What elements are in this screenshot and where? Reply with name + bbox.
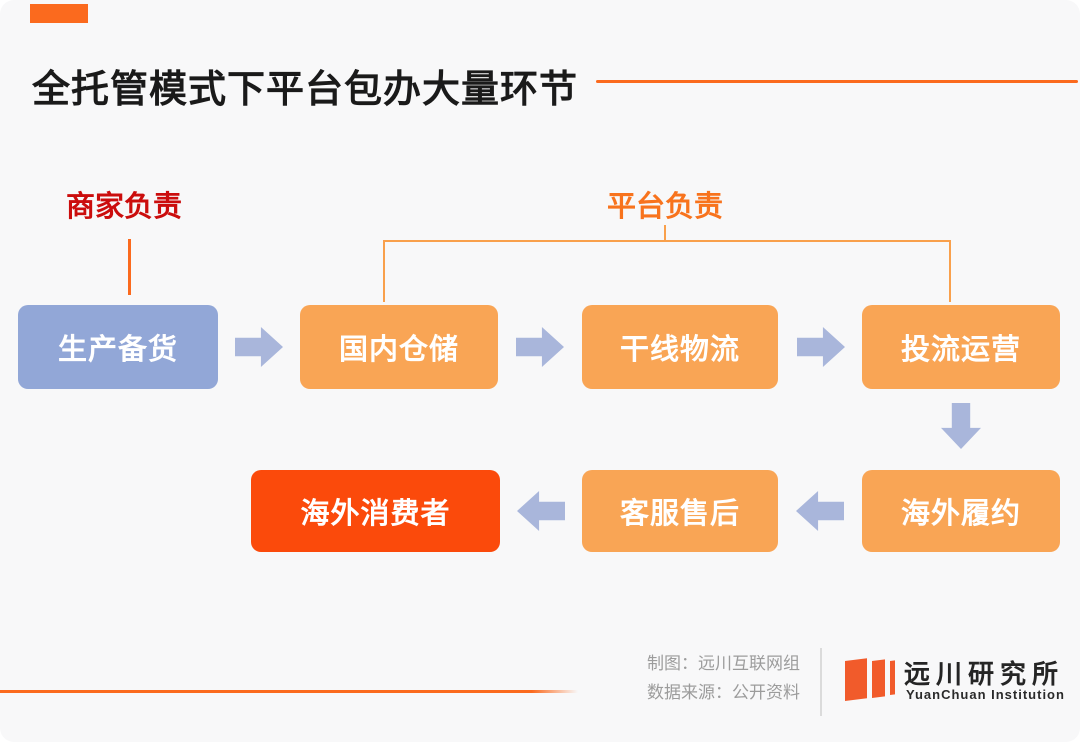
logo-bar-icon — [890, 660, 895, 695]
arrow-right-icon — [516, 327, 564, 367]
arrow-left-icon — [796, 491, 844, 531]
brand-logo — [845, 658, 895, 701]
arrow-left-icon — [517, 491, 565, 531]
flow-box-customer-service: 客服售后 — [582, 470, 778, 552]
logo-bar-icon — [872, 659, 885, 698]
header-accent-block — [30, 4, 88, 23]
merchant-connector-line — [128, 239, 131, 295]
merchant-responsibility-label: 商家负责 — [66, 191, 183, 223]
arrow-right-icon — [797, 327, 845, 367]
credits: 制图：远川互联网组 数据来源：公开资料 — [540, 649, 800, 707]
footer-rule-line — [0, 690, 578, 693]
flow-box-overseas-consumer: 海外消费者 — [251, 470, 500, 552]
brand-name-cn: 远川研究所 — [904, 659, 1065, 689]
platform-responsibility-label: 平台负责 — [606, 191, 724, 223]
footer-divider — [820, 648, 822, 716]
platform-bracket — [383, 240, 951, 302]
flow-box-ad-operations: 投流运营 — [862, 305, 1060, 389]
flow-box-production: 生产备货 — [18, 305, 218, 389]
flow-box-overseas-fulfillment: 海外履约 — [862, 470, 1060, 552]
flow-box-domestic-warehouse: 国内仓储 — [300, 305, 498, 389]
page-title: 全托管模式下平台包办大量环节 — [32, 69, 579, 111]
credit-line-2: 数据来源：公开资料 — [647, 683, 800, 702]
arrow-down-icon — [941, 403, 981, 449]
credit-line-1: 制图：远川互联网组 — [647, 654, 800, 673]
flow-box-trunk-logistics: 干线物流 — [582, 305, 778, 389]
arrow-right-icon — [235, 327, 283, 367]
platform-bracket-stub — [664, 225, 666, 241]
brand-name-en: YuanChuan Institution — [906, 687, 1065, 702]
logo-bar-icon — [845, 658, 867, 701]
title-rule-line — [596, 80, 1078, 83]
